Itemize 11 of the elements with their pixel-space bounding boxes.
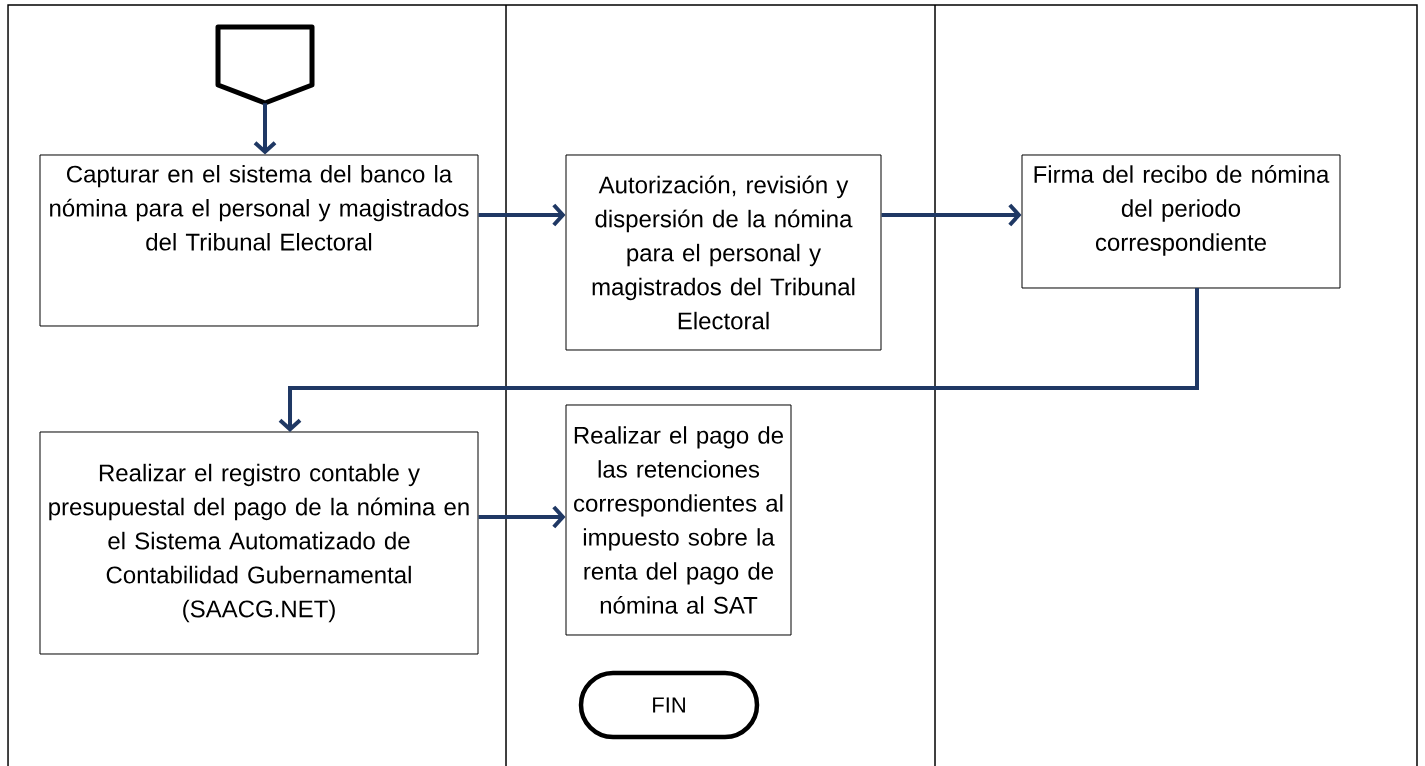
- off-page-connector: [215, 24, 315, 106]
- process-box: Realizar el pago de las retenciones correspondientes al impuesto sobre la renta del pago de nómina al SAT: [565, 404, 792, 636]
- process-box: Firma del recibo de nómina del periodo correspondiente: [1021, 154, 1341, 289]
- process-box: Realizar el registro contable y presupuestal del pago de la nómina en el Sistema Automatizado de Contabilidad Gubernamental (SAACG.NET): [39, 431, 479, 655]
- process-box: Autorización, revisión y dispersión de la nómina para el personal y magistrados del Tribunal Electoral: [565, 154, 882, 351]
- arrow: [881, 203, 1022, 227]
- process-box: Capturar en el sistema del banco la nómina para el personal y magistrados del Tribunal Electoral: [39, 154, 479, 327]
- arrow: [253, 103, 277, 155]
- arrow: [478, 203, 566, 227]
- arrow: [278, 288, 1199, 432]
- arrow: [478, 505, 566, 529]
